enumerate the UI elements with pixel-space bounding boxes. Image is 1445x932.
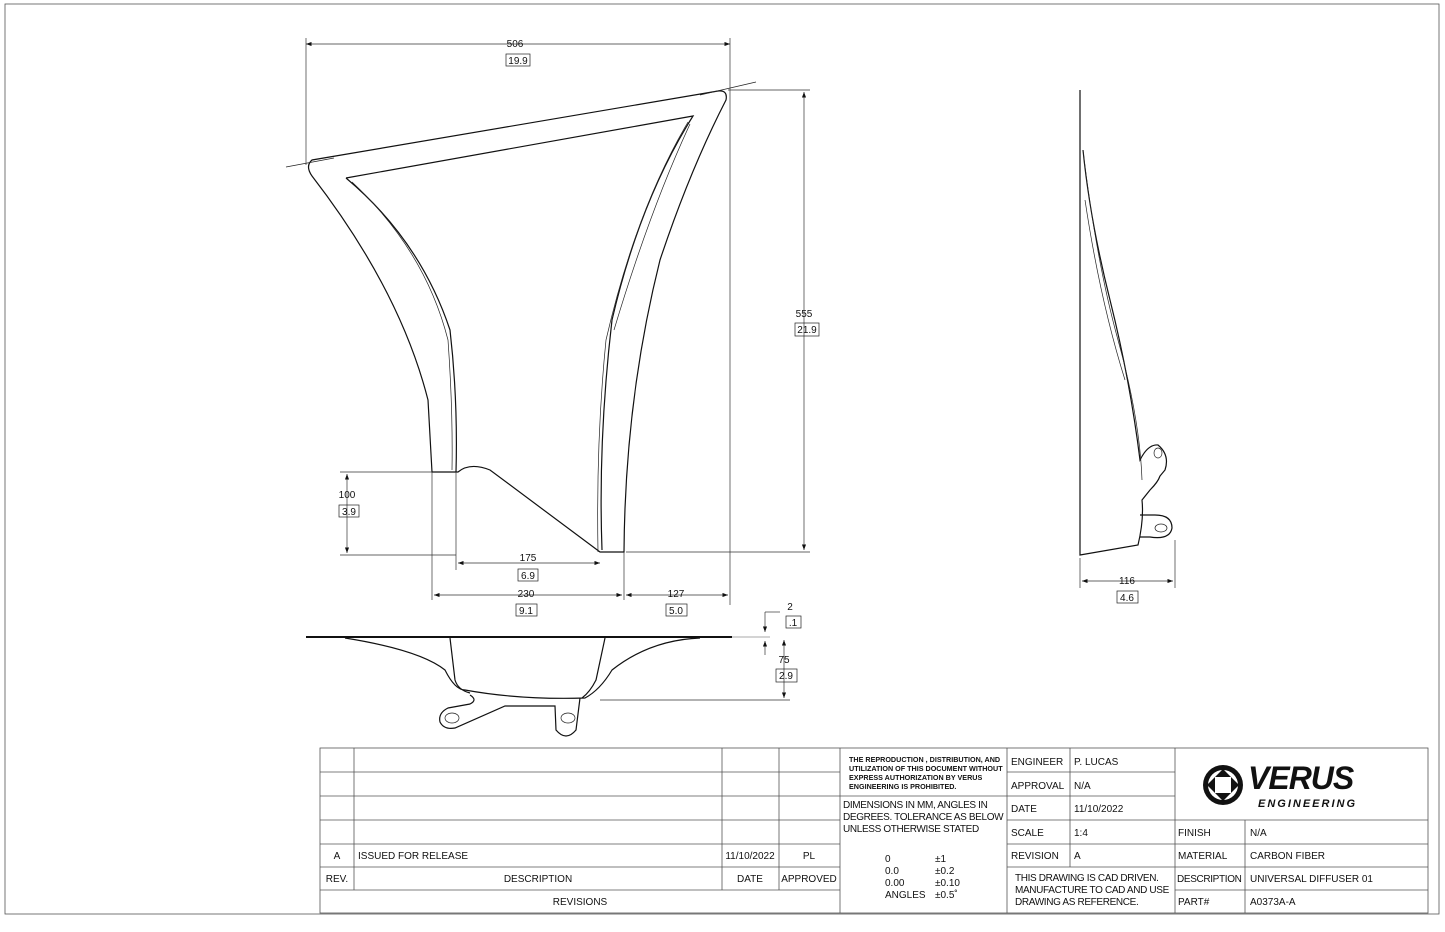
svg-text:UNLESS OTHERWISE STATED: UNLESS OTHERWISE STATED bbox=[843, 824, 979, 835]
revision-description: ISSUED FOR RELEASE bbox=[358, 851, 468, 862]
svg-text:SCALE: SCALE bbox=[1011, 828, 1044, 839]
svg-text:P. LUCAS: P. LUCAS bbox=[1074, 757, 1119, 768]
dim-side-depth: 116 bbox=[1119, 576, 1135, 587]
svg-text:MANUFACTURE TO CAD AND USE: MANUFACTURE TO CAD AND USE bbox=[1015, 885, 1170, 896]
cad-note: THIS DRAWING IS CAD DRIVEN. MANUFACTURE … bbox=[1015, 873, 1170, 908]
header-rev: REV. bbox=[326, 874, 348, 885]
dim-height-total-in: 21.9 bbox=[797, 325, 817, 336]
svg-text:0: 0 bbox=[885, 854, 891, 865]
revision-headers: REV. DESCRIPTION DATE APPROVED REVISIONS bbox=[326, 874, 837, 908]
revision-date: 11/10/2022 bbox=[725, 851, 775, 862]
svg-text:MATERIAL: MATERIAL bbox=[1178, 851, 1228, 862]
svg-text:11/10/2022: 11/10/2022 bbox=[1074, 804, 1124, 815]
svg-text:A: A bbox=[1074, 851, 1081, 862]
svg-text:N/A: N/A bbox=[1074, 781, 1091, 792]
svg-text:REVISION: REVISION bbox=[1011, 851, 1059, 862]
svg-text:UNIVERSAL DIFFUSER 01: UNIVERSAL DIFFUSER 01 bbox=[1250, 874, 1373, 885]
svg-text:N/A: N/A bbox=[1250, 828, 1267, 839]
dim-leg-height: 100 bbox=[339, 490, 356, 501]
svg-text:±1: ±1 bbox=[935, 854, 946, 865]
dim-fillet-width: 175 bbox=[520, 553, 537, 564]
title-block: A ISSUED FOR RELEASE 11/10/2022 PL REV. … bbox=[319, 747, 1429, 914]
svg-text:0.00: 0.00 bbox=[885, 878, 905, 889]
front-view bbox=[285, 81, 757, 553]
verus-emblem-icon bbox=[1203, 765, 1243, 805]
svg-text:DATE: DATE bbox=[1011, 804, 1037, 815]
header-date: DATE bbox=[737, 874, 763, 885]
svg-text:ENGINEERING: ENGINEERING bbox=[1258, 798, 1357, 810]
revisions-title: REVISIONS bbox=[553, 897, 608, 908]
dim-left-span: 230 bbox=[518, 589, 535, 600]
svg-text:VERUS: VERUS bbox=[1248, 760, 1355, 796]
dim-height-total: 555 bbox=[796, 309, 813, 320]
svg-text:UTILIZATION OF THIS DOCUMENT W: UTILIZATION OF THIS DOCUMENT WITHOUT bbox=[849, 764, 1003, 773]
verus-logo: VERUS ENGINEERING bbox=[1203, 760, 1357, 810]
header-approved: APPROVED bbox=[781, 874, 837, 885]
revision-row: A ISSUED FOR RELEASE 11/10/2022 PL bbox=[334, 851, 816, 862]
dim-width-total-in: 19.9 bbox=[508, 56, 528, 67]
dim-right-span: 127 bbox=[668, 589, 685, 600]
dim-depth-in: 2.9 bbox=[779, 671, 793, 682]
info-fields: ENGINEER P. LUCAS APPROVAL N/A DATE 11/10/2… bbox=[1011, 757, 1373, 908]
svg-text:PART#: PART# bbox=[1178, 897, 1210, 908]
svg-text:DEGREES. TOLERANCE AS BELOW: DEGREES. TOLERANCE AS BELOW bbox=[843, 812, 1004, 823]
svg-text:A0373A-A: A0373A-A bbox=[1250, 897, 1296, 908]
svg-text:0.0: 0.0 bbox=[885, 866, 899, 877]
sheet-border bbox=[4, 3, 1440, 915]
dim-left-span-in: 9.1 bbox=[519, 606, 533, 617]
bottom-view: 2 .1 75 2.9 bbox=[306, 602, 802, 737]
notice-text: THE REPRODUCTION , DISTRIBUTION, AND UTI… bbox=[849, 755, 1003, 791]
dim-thickness-in: .1 bbox=[789, 618, 798, 629]
dim-side-depth-in: 4.6 bbox=[1120, 593, 1134, 604]
svg-text:THE REPRODUCTION , DISTRIBUTIO: THE REPRODUCTION , DISTRIBUTION, AND bbox=[849, 755, 1000, 764]
svg-text:THIS DRAWING IS CAD DRIVEN.: THIS DRAWING IS CAD DRIVEN. bbox=[1015, 873, 1159, 884]
svg-text:ENGINEERING IS PROHIBITED.: ENGINEERING IS PROHIBITED. bbox=[849, 782, 956, 791]
dim-right-span-in: 5.0 bbox=[669, 606, 683, 617]
dim-fillet-width-in: 6.9 bbox=[521, 571, 535, 582]
svg-text:DESCRIPTION: DESCRIPTION bbox=[1177, 874, 1242, 885]
svg-text:DIMENSIONS IN MM, ANGLES IN: DIMENSIONS IN MM, ANGLES IN bbox=[843, 800, 988, 811]
header-description: DESCRIPTION bbox=[504, 874, 572, 885]
dim-width-total: 506 bbox=[507, 39, 524, 50]
revision-approved: PL bbox=[803, 851, 816, 862]
svg-text:±0.2: ±0.2 bbox=[935, 866, 955, 877]
svg-text:1:4: 1:4 bbox=[1074, 828, 1088, 839]
dim-depth: 75 bbox=[778, 655, 790, 666]
revision-rev: A bbox=[334, 851, 341, 862]
dim-leg-height-in: 3.9 bbox=[342, 507, 356, 518]
svg-text:EXPRESS AUTHORIZATION BY VERUS: EXPRESS AUTHORIZATION BY VERUS bbox=[849, 773, 982, 782]
side-view: 116 4.6 bbox=[1079, 90, 1176, 604]
svg-text:ENGINEER: ENGINEER bbox=[1011, 757, 1063, 768]
svg-text:±0.10: ±0.10 bbox=[935, 878, 960, 889]
dim-thickness: 2 bbox=[787, 602, 793, 613]
svg-text:CARBON FIBER: CARBON FIBER bbox=[1250, 851, 1325, 862]
svg-text:DRAWING AS REFERENCE.: DRAWING AS REFERENCE. bbox=[1015, 897, 1138, 908]
svg-text:FINISH: FINISH bbox=[1178, 828, 1211, 839]
tolerance-note: DIMENSIONS IN MM, ANGLES IN DEGREES. TOL… bbox=[843, 800, 1004, 901]
svg-text:APPROVAL: APPROVAL bbox=[1011, 781, 1065, 792]
svg-text:ANGLES: ANGLES bbox=[885, 890, 926, 901]
svg-text:±0.5˚: ±0.5˚ bbox=[935, 889, 958, 901]
front-view-dimensions: 506 19.9 555 21.9 100 3.9 175 6.9 230 9.… bbox=[305, 38, 820, 617]
